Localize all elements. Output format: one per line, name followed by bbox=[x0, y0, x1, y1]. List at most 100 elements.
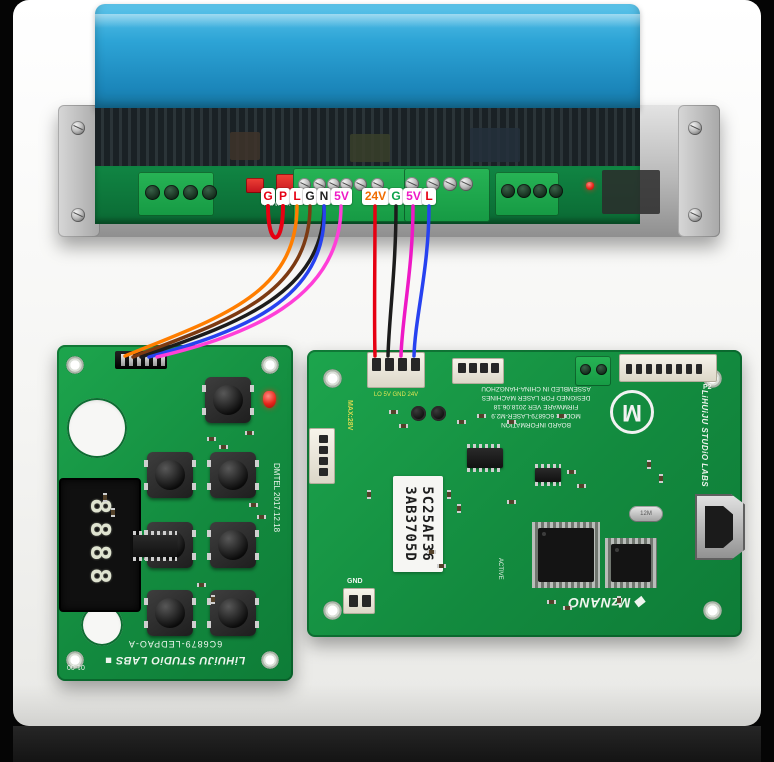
port-label: P2 bbox=[703, 384, 712, 391]
status-led bbox=[586, 182, 594, 190]
indicator-led bbox=[263, 391, 276, 408]
mounting-hole bbox=[703, 601, 722, 620]
connector-slot bbox=[411, 358, 420, 371]
terminal-screw bbox=[501, 184, 515, 198]
smd-component bbox=[563, 606, 572, 610]
smd-component bbox=[547, 600, 556, 604]
smd-component bbox=[659, 474, 663, 483]
case-screw bbox=[688, 208, 702, 222]
motor-pin-header bbox=[619, 354, 717, 382]
connector-slot bbox=[349, 595, 358, 607]
connector-slot bbox=[362, 595, 371, 607]
case-screw bbox=[688, 121, 702, 135]
mounting-hole bbox=[261, 356, 279, 374]
push-button bbox=[207, 522, 259, 568]
terminal-screw bbox=[183, 185, 198, 200]
crystal-oscillator: 12M bbox=[629, 506, 663, 522]
panel-cutout-hole bbox=[67, 398, 127, 458]
usb-slot bbox=[705, 506, 733, 548]
info-line: FIRMWARE VER 2018.06.18 bbox=[493, 403, 579, 410]
smd-component bbox=[457, 504, 461, 513]
connector-slot bbox=[626, 364, 632, 374]
smd-component bbox=[257, 515, 266, 519]
button-cap bbox=[213, 385, 243, 415]
connector-slot bbox=[646, 364, 652, 374]
connector-slot bbox=[319, 435, 328, 443]
info-line: ASSEMBLED IN CHINA-HANGZHOU bbox=[481, 385, 591, 392]
info-line: DESIGNED FOR LASER MACHINES bbox=[481, 394, 591, 401]
connector-slot bbox=[666, 364, 672, 374]
terminal-label: 5V bbox=[403, 188, 424, 205]
smd-component bbox=[249, 503, 258, 507]
smd-component bbox=[557, 414, 566, 418]
smd-component bbox=[507, 500, 516, 504]
smd-component bbox=[647, 460, 651, 469]
mounting-hole bbox=[66, 356, 84, 374]
push-button bbox=[207, 452, 259, 498]
case-screw bbox=[71, 121, 85, 135]
wire-header-connector bbox=[115, 351, 167, 369]
terminal-screw bbox=[549, 184, 563, 198]
terminal-label: 5V bbox=[331, 188, 352, 205]
psu-internal-component bbox=[470, 128, 520, 162]
terminal-label: L bbox=[290, 188, 304, 205]
connector-slot bbox=[319, 457, 328, 465]
connector-slot bbox=[372, 358, 381, 371]
photo-card: POWER bbox=[13, 0, 761, 726]
push-button bbox=[207, 590, 259, 636]
gnd-connector bbox=[343, 588, 375, 614]
connector-slot bbox=[319, 468, 328, 476]
mounting-hole bbox=[261, 651, 279, 669]
mounting-hole bbox=[323, 601, 342, 620]
connector-slot bbox=[385, 358, 394, 371]
connector-slot bbox=[676, 364, 682, 374]
bottom-banner bbox=[13, 726, 761, 762]
display-digits: 8888 bbox=[84, 498, 116, 592]
smd-component bbox=[437, 564, 446, 568]
serial-sticker: 5C25AF36 3AB3705D bbox=[393, 476, 443, 572]
mounting-hole bbox=[323, 369, 342, 388]
smd-component bbox=[567, 470, 576, 474]
terminal-screw bbox=[340, 178, 353, 191]
terminal-screw bbox=[517, 184, 531, 198]
photo-bottom-shade bbox=[13, 684, 761, 726]
active-label: ACTIVE bbox=[497, 558, 503, 580]
gnd-label: GND bbox=[347, 578, 363, 585]
terminal-screw bbox=[354, 178, 367, 191]
laser-controller-board: LO 5V GND 24V P2 bbox=[307, 350, 745, 637]
smd-component bbox=[219, 445, 228, 449]
psu-internal-component bbox=[350, 134, 390, 162]
driver-chip bbox=[605, 538, 657, 588]
connector-slot bbox=[686, 364, 692, 374]
smd-component bbox=[399, 424, 408, 428]
chip-die bbox=[538, 528, 594, 582]
smd-component bbox=[617, 596, 621, 605]
psu-vent bbox=[95, 108, 640, 170]
max-voltage-label: MAX:28V bbox=[346, 400, 353, 431]
terminal-label: 24V bbox=[362, 188, 389, 205]
connector-slot bbox=[458, 363, 466, 373]
terminal-screw bbox=[405, 177, 419, 191]
push-button bbox=[144, 590, 196, 636]
terminal-screw bbox=[145, 185, 160, 200]
psu-heatsink bbox=[95, 4, 640, 110]
logo-diamond-icon: ◆ bbox=[635, 595, 647, 611]
terminal-screw bbox=[164, 185, 179, 200]
logo-letter: M bbox=[622, 399, 642, 426]
smd-component bbox=[477, 414, 486, 418]
terminal-screw bbox=[313, 178, 326, 191]
connector-slot bbox=[491, 363, 499, 373]
terminal-screw bbox=[459, 177, 473, 191]
smd-component bbox=[457, 420, 466, 424]
soic-chip bbox=[535, 464, 561, 486]
header-pin bbox=[153, 354, 157, 366]
button-cap bbox=[218, 460, 248, 490]
push-button bbox=[202, 377, 254, 423]
connector-slot bbox=[398, 358, 407, 371]
smd-component bbox=[245, 431, 254, 435]
psu-internal-component bbox=[230, 132, 260, 160]
side-connector bbox=[309, 428, 335, 484]
brand-m-logo-icon: M bbox=[610, 390, 654, 434]
serial-text: 5C25AF36 3AB3705D bbox=[402, 486, 435, 562]
